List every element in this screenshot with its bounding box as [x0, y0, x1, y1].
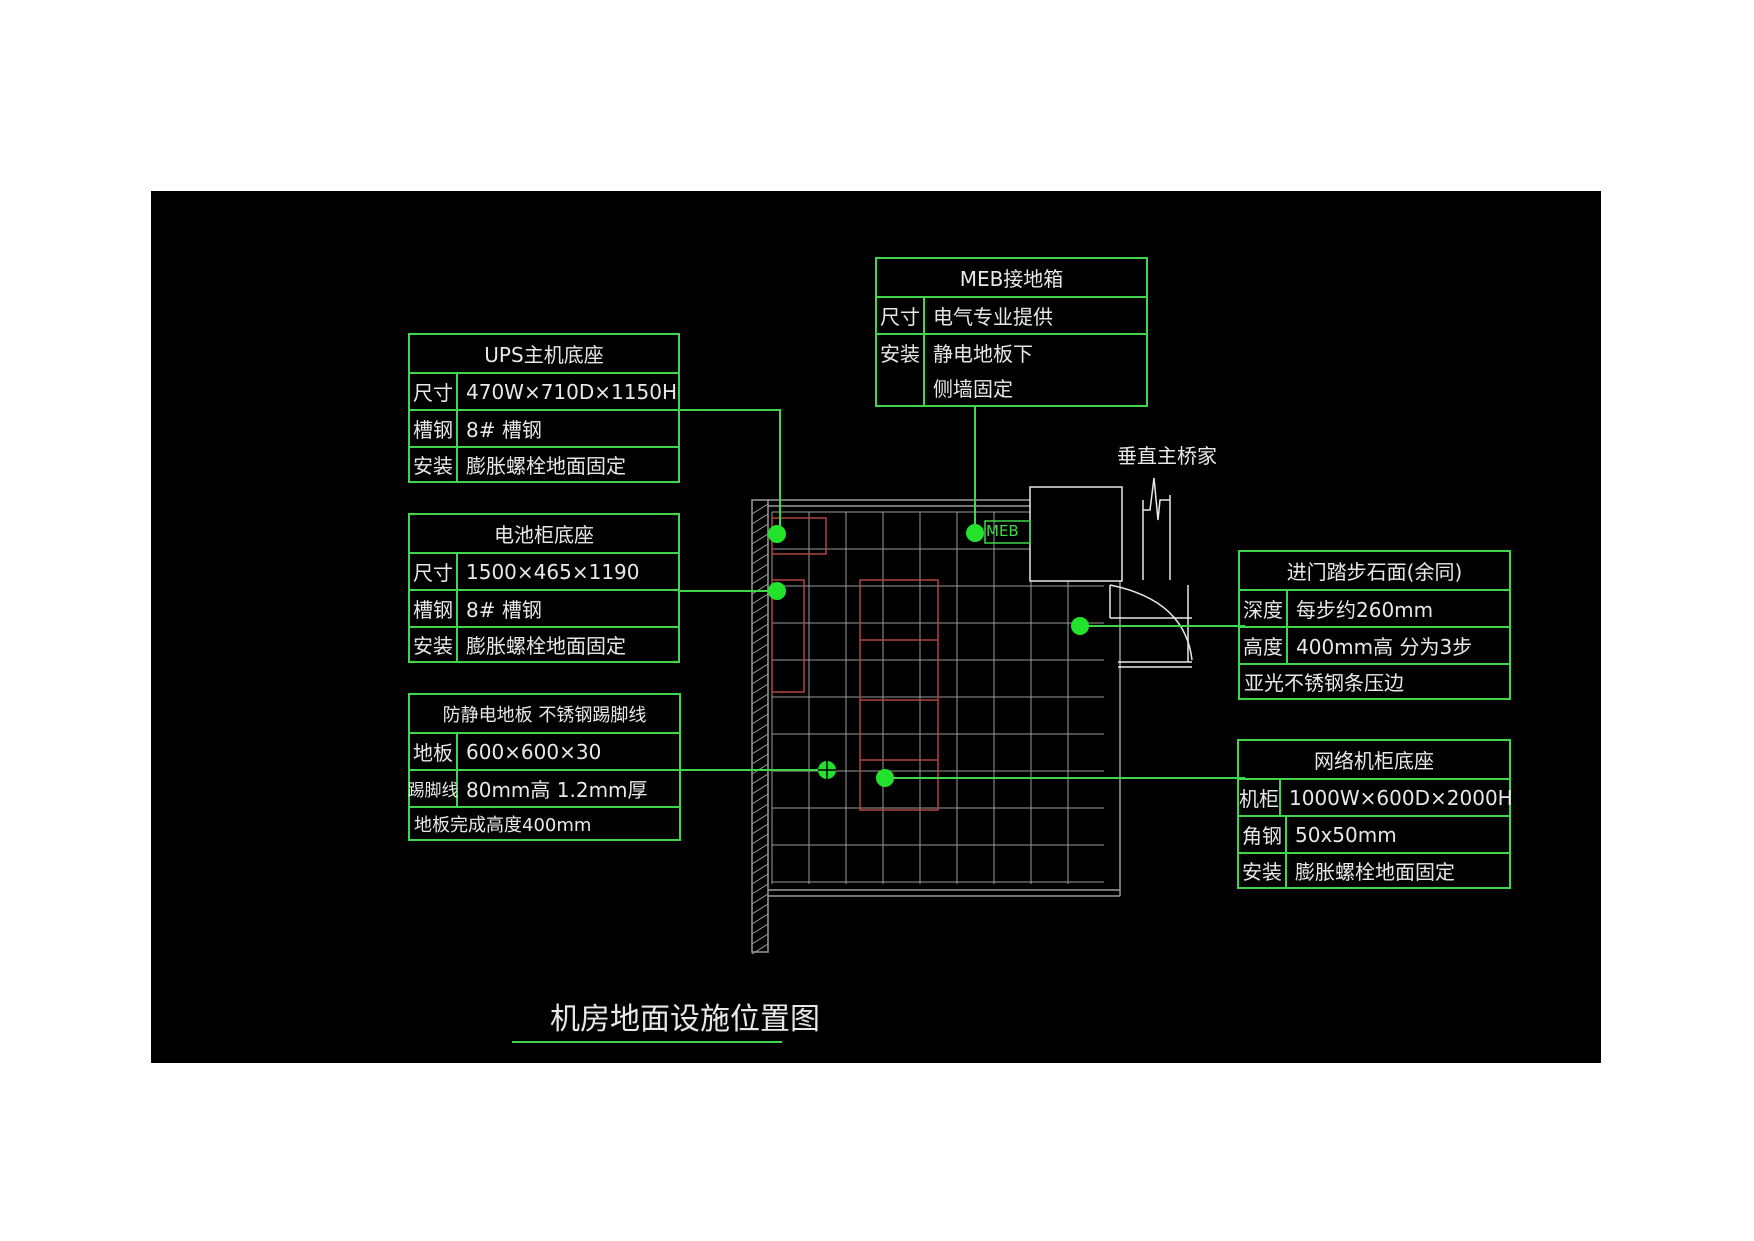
floor-table-header: 防静电地板 不锈钢踢脚线 [442, 704, 647, 726]
meb-tag-label: MEB [986, 522, 1019, 540]
leader-lines [512, 407, 1245, 1043]
meb-marker-dot [966, 524, 984, 542]
meb-box-table: MEB接地箱 尺寸电气专业提供 安装静电地板下 侧墙固定 [875, 257, 1148, 407]
ups-table-header: UPS主机底座 [484, 343, 604, 367]
battery-cabinet-outline [771, 579, 805, 693]
vertical-tray-label: 垂直主桥家 [1117, 444, 1217, 468]
room-outline [768, 499, 1121, 897]
meb-box-symbol [984, 520, 1031, 544]
table-row: 侧墙固定 [877, 370, 1146, 405]
rack-table-header: 网络机柜底座 [1314, 749, 1434, 773]
drawing-title: 机房地面设施位置图 [550, 1002, 820, 1037]
marker-dots [768, 524, 1089, 787]
table-row: 亚光不锈钢条压边 [1240, 663, 1509, 698]
step-marker-dot [1071, 617, 1089, 635]
table-row: 深度每步约260mm [1240, 589, 1509, 626]
table-row: 尺寸电气专业提供 [877, 296, 1146, 333]
network-rack-outline [859, 579, 939, 811]
table-row: 安装膨胀螺栓地面固定 [410, 626, 678, 661]
battery-marker-dot [768, 582, 786, 600]
vertical-tray-box [1029, 486, 1123, 582]
battery-table-header: 电池柜底座 [494, 523, 594, 547]
tray-break-symbol [1142, 477, 1171, 580]
table-row: 安装静电地板下 [877, 333, 1146, 370]
table-row: 安装膨胀螺栓地面固定 [410, 446, 678, 481]
left-wall-hatch [751, 499, 769, 955]
table-row: 地板完成高度400mm [410, 806, 679, 839]
step-table-header: 进门踏步石面(余同) [1286, 560, 1463, 584]
door-swing [1109, 584, 1193, 668]
ups-leader [680, 409, 781, 534]
rack-marker-dot [876, 769, 894, 787]
meb-table-header: MEB接地箱 [959, 267, 1064, 291]
equipment-outlines [771, 517, 939, 811]
ups-marker-dot [768, 525, 786, 543]
table-row: 安装膨胀螺栓地面固定 [1239, 852, 1509, 887]
